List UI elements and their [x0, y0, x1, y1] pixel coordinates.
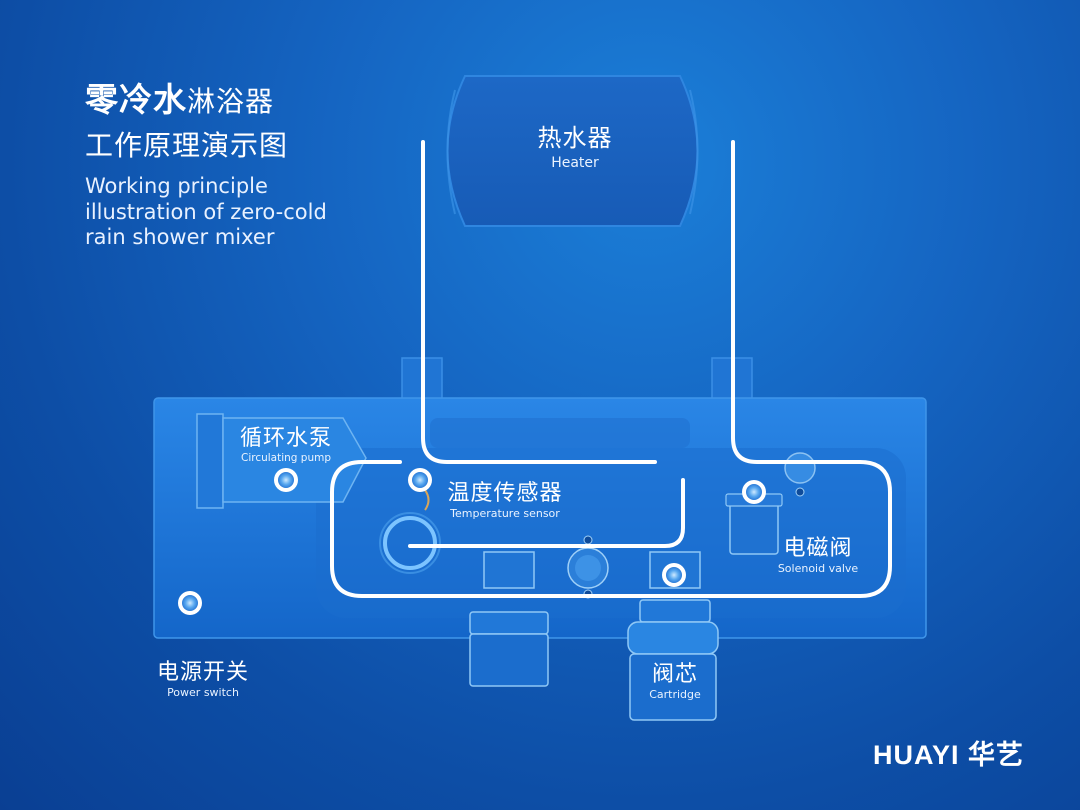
- brand-logo: HUAYI 华艺: [872, 740, 1024, 770]
- title-bold: 零冷水: [85, 80, 187, 119]
- english-subtitle: Working principle illustration of zero-c…: [85, 174, 327, 249]
- subtitle: 工作原理演示图: [85, 129, 289, 162]
- sensor-ring: [379, 489, 441, 574]
- cartridge-label-en: Cartridge: [649, 688, 701, 701]
- power-indicator-icon: [178, 591, 202, 615]
- heater-label-cn: 热水器: [537, 124, 613, 152]
- pump-label-en: Circulating pump: [240, 452, 332, 464]
- sensor-label-cn: 温度传感器: [447, 481, 563, 506]
- cartridge-indicator-icon: [662, 563, 686, 587]
- pump-label-cn: 循环水泵: [239, 426, 332, 451]
- indicator-dots: [178, 468, 766, 615]
- flow-pipes: [330, 140, 892, 598]
- power-label-cn: 电源开关: [156, 660, 249, 685]
- hot-pipe-right: [330, 140, 892, 598]
- solenoid-label: 电磁阀 Solenoid valve: [770, 536, 866, 575]
- cartridge-body: [627, 551, 719, 721]
- sensor-indicator-icon: [408, 468, 432, 492]
- pump-indicator-icon: [274, 468, 298, 492]
- main-title: 零冷水淋浴器: [85, 80, 385, 122]
- inner-pipe: [408, 478, 685, 548]
- hot-pipe-left: [421, 140, 657, 464]
- solenoid-label-en: Solenoid valve: [777, 562, 859, 575]
- power-label-en: Power switch: [167, 686, 239, 699]
- solenoid-indicator-icon: [742, 480, 766, 504]
- heater-label-en: Heater: [551, 155, 599, 171]
- pump-housing: [196, 413, 367, 509]
- heater-tank: [446, 75, 699, 227]
- cartridge-label-cn: 阀芯: [651, 662, 698, 687]
- heater-label: 热水器 Heater: [515, 126, 635, 170]
- power-label: 电源开关 Power switch: [150, 660, 256, 699]
- left-connector: [469, 551, 549, 687]
- title-block: 零冷水淋浴器 工作原理演示图 Working principle illustr…: [85, 80, 385, 251]
- title-rest: 淋浴器: [187, 85, 275, 118]
- cartridge-label: 阀芯 Cartridge: [634, 662, 716, 701]
- sensor-label: 温度传感器 Temperature sensor: [435, 481, 575, 520]
- sensor-label-en: Temperature sensor: [450, 507, 560, 520]
- solenoid-label-cn: 电磁阀: [783, 536, 853, 561]
- pump-label: 循环水泵 Circulating pump: [226, 428, 346, 464]
